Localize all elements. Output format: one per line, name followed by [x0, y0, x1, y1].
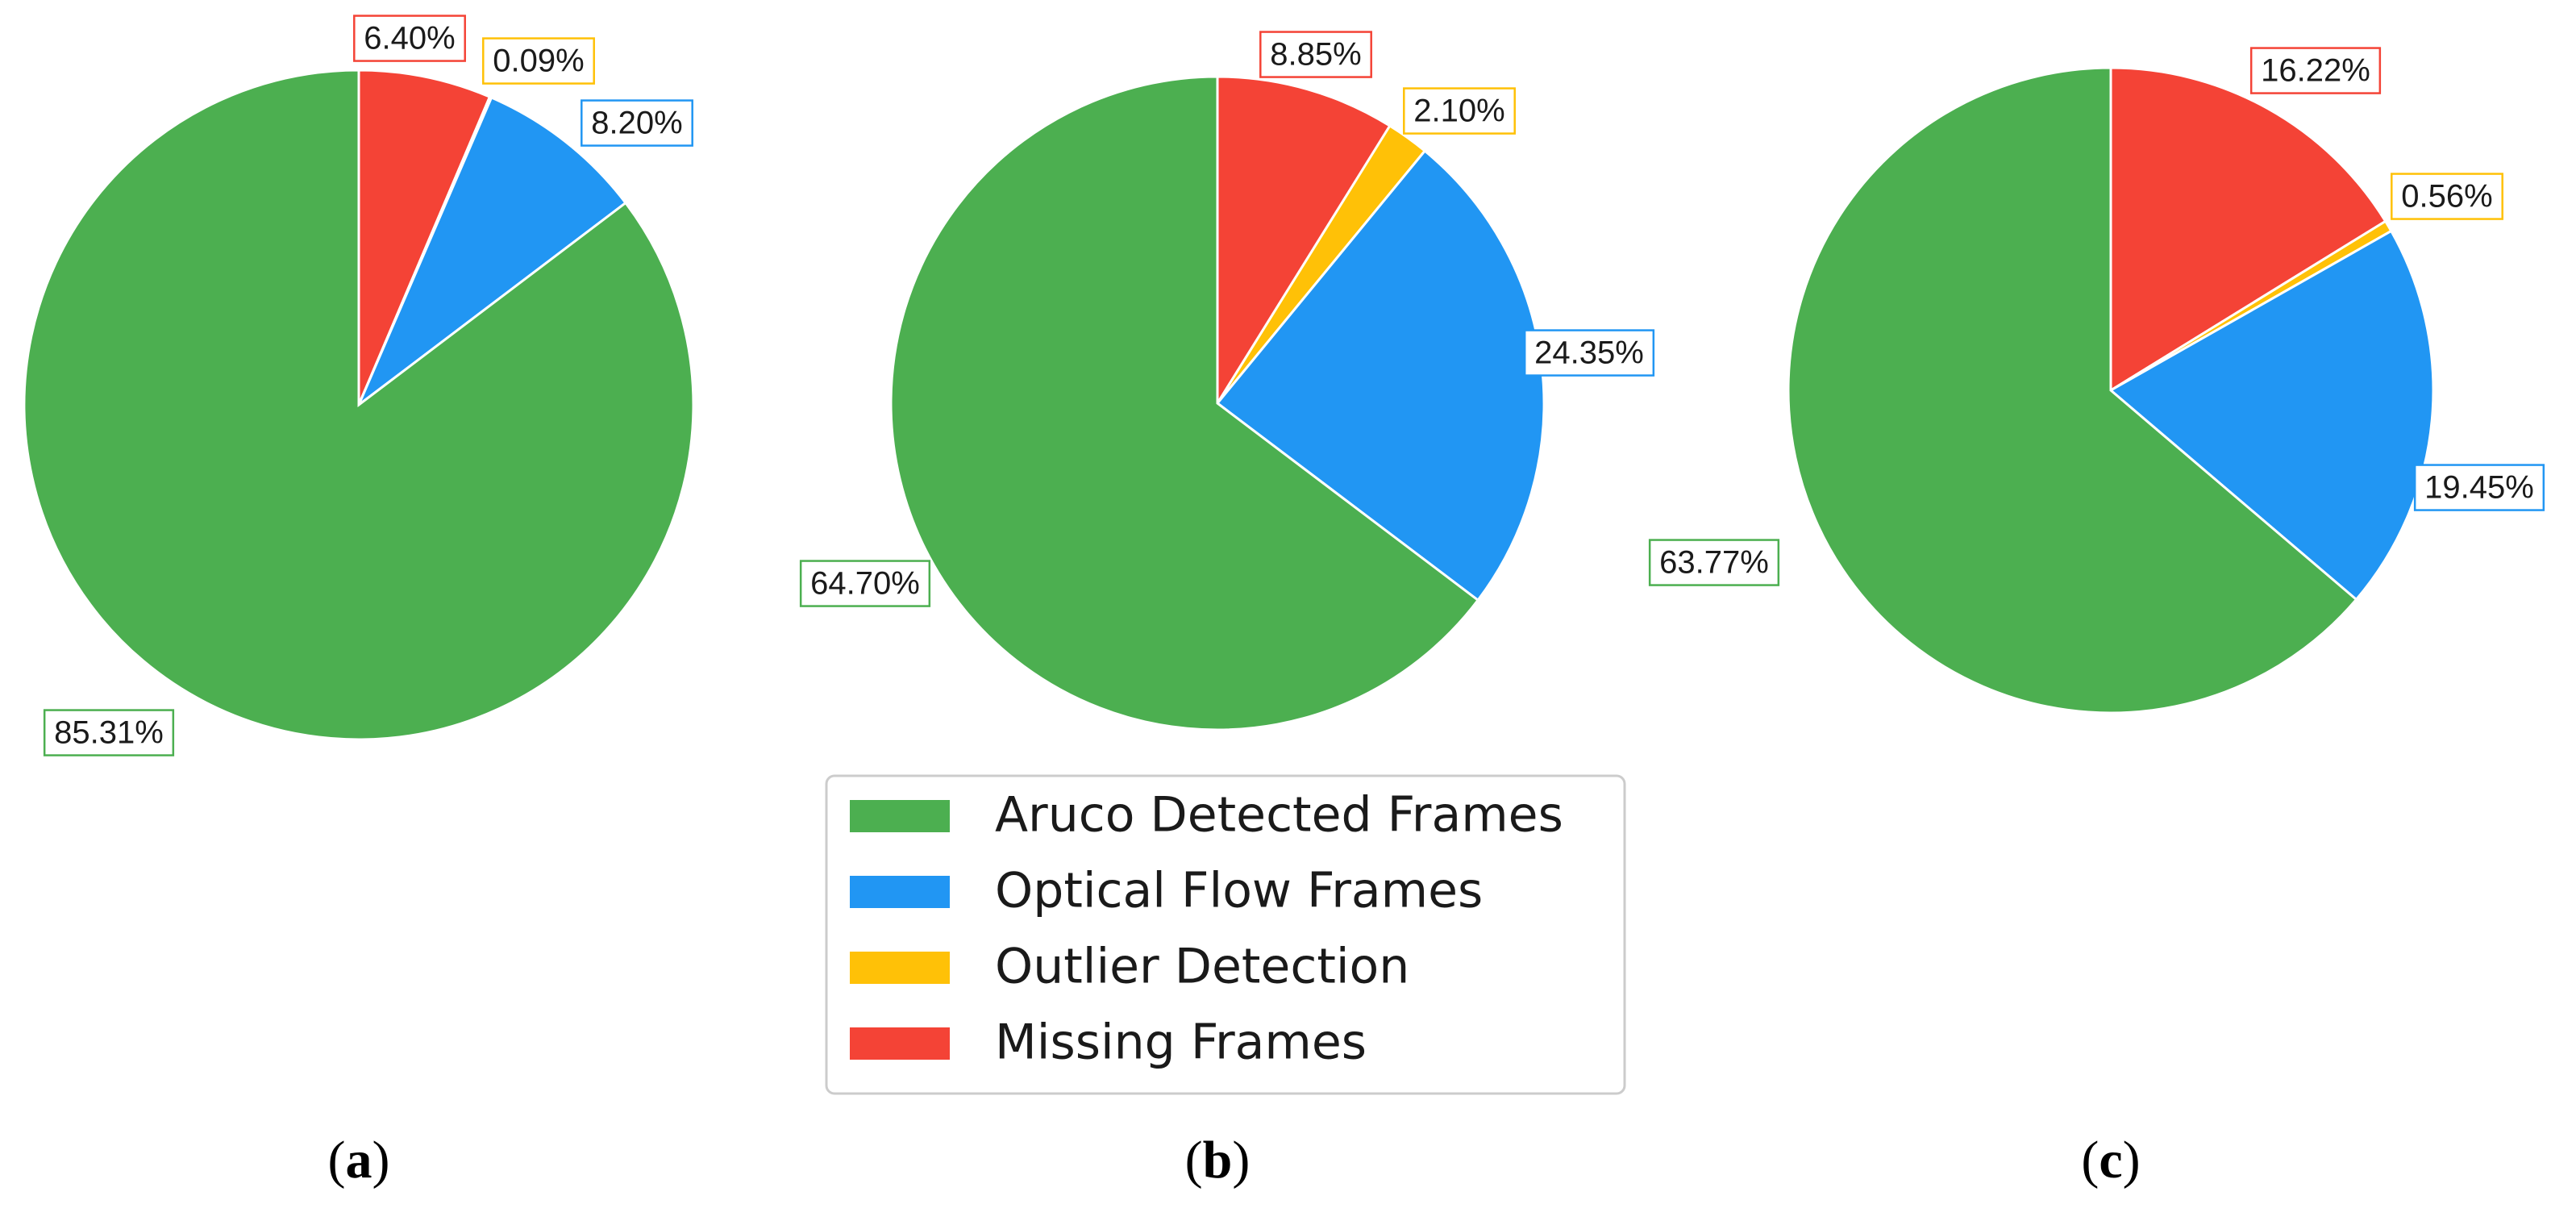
slice-percentage-label: 64.70%	[799, 560, 931, 607]
pie-slice-missing-frames	[2109, 66, 2387, 393]
slice-percentage-text: 85.31%	[54, 715, 164, 751]
pie-slice-aruco-detected-frames	[889, 75, 1480, 731]
slice-percentage-text: 8.85%	[1270, 37, 1361, 73]
subfigure-caption: (c)	[2081, 1131, 2140, 1190]
legend-item: Outlier Detection	[850, 939, 1409, 995]
slice-percentage-text: 6.40%	[364, 21, 455, 56]
slice-percentage-box	[1403, 87, 1516, 135]
pie-slice-missing-frames	[1216, 75, 1392, 408]
legend-swatch	[850, 800, 950, 832]
legend-item: Aruco Detected Frames	[850, 787, 1563, 844]
slice-percentage-label: 85.31%	[43, 709, 175, 756]
subfigure-caption: (b)	[1185, 1131, 1251, 1190]
slice-percentage-text: 0.09%	[493, 44, 584, 79]
slice-percentage-label: 8.20%	[581, 99, 693, 147]
slice-percentage-label: 2.10%	[1403, 87, 1516, 135]
pie-slice-aruco-detected-frames	[1787, 66, 2358, 715]
slice-percentage-label: 16.22%	[2249, 47, 2382, 94]
legend-label: Missing Frames	[995, 1015, 1367, 1071]
subfigure-caption: (a)	[328, 1131, 390, 1190]
slice-percentage-text: 16.22%	[2261, 53, 2370, 89]
pie-slice-optical-flow-frames	[2108, 229, 2435, 602]
legend-swatch	[850, 876, 950, 908]
slice-percentage-box	[1648, 539, 1780, 586]
slice-percentage-text: 64.70%	[810, 566, 920, 602]
slice-percentage-box	[799, 560, 931, 607]
slice-percentage-box	[1259, 31, 1372, 78]
legend-label: Optical Flow Frames	[995, 863, 1483, 919]
slice-percentage-label: 63.77%	[1648, 539, 1780, 586]
legend-label: Aruco Detected Frames	[995, 787, 1563, 844]
legend-frame	[825, 774, 1626, 1095]
legend-label: Outlier Detection	[995, 939, 1409, 995]
legend-item: Optical Flow Frames	[850, 863, 1483, 919]
legend-swatch	[850, 1027, 950, 1060]
slice-percentage-label: 0.56%	[2391, 173, 2503, 220]
slice-percentage-box	[2249, 47, 2382, 94]
slice-percentage-box	[482, 37, 595, 85]
slice-percentage-box	[581, 99, 693, 147]
slice-percentage-text: 2.10%	[1413, 94, 1504, 129]
slice-percentage-text: 63.77%	[1659, 545, 1769, 581]
slice-percentage-box	[1523, 329, 1655, 377]
legend-swatch	[850, 952, 950, 984]
slice-percentage-text: 8.20%	[591, 106, 682, 141]
pie-slice-optical-flow-frames	[356, 96, 628, 409]
pie-panel-a: 6.40% 0.09%8.20% 85.31% (a)	[23, 15, 695, 1190]
slice-percentage-label: 24.35%	[1523, 329, 1655, 377]
slice-percentage-text: 19.45%	[2424, 470, 2534, 506]
pie-panels: 6.40% 0.09%8.20% 85.31% (a) 8.85% 2.10% 24.35%…	[23, 15, 2545, 1190]
slice-percentage-text: 0.56%	[2401, 179, 2492, 215]
slice-percentage-label: 0.09%	[482, 37, 595, 85]
slice-percentage-box	[2391, 173, 2503, 220]
slice-percentage-label: 19.45%	[2413, 464, 2545, 511]
slice-percentage-label: 8.85%	[1259, 31, 1372, 78]
pie-slice-missing-frames	[357, 69, 492, 406]
slice-percentage-text: 24.35%	[1534, 335, 1644, 371]
pie-slice-aruco-detected-frames	[23, 69, 695, 741]
slice-percentage-box	[2413, 464, 2545, 511]
slice-percentage-box	[43, 709, 175, 756]
pie-panel-c: 16.22% 0.56% 19.45% 63.77% (c)	[1648, 47, 2545, 1190]
slice-percentage-box	[353, 15, 466, 62]
slice-percentage-label: 6.40%	[353, 15, 466, 62]
pie-panel-b: 8.85% 2.10% 24.35% 64.70% (b)	[799, 31, 1655, 1190]
legend-item: Missing Frames	[850, 1015, 1367, 1071]
